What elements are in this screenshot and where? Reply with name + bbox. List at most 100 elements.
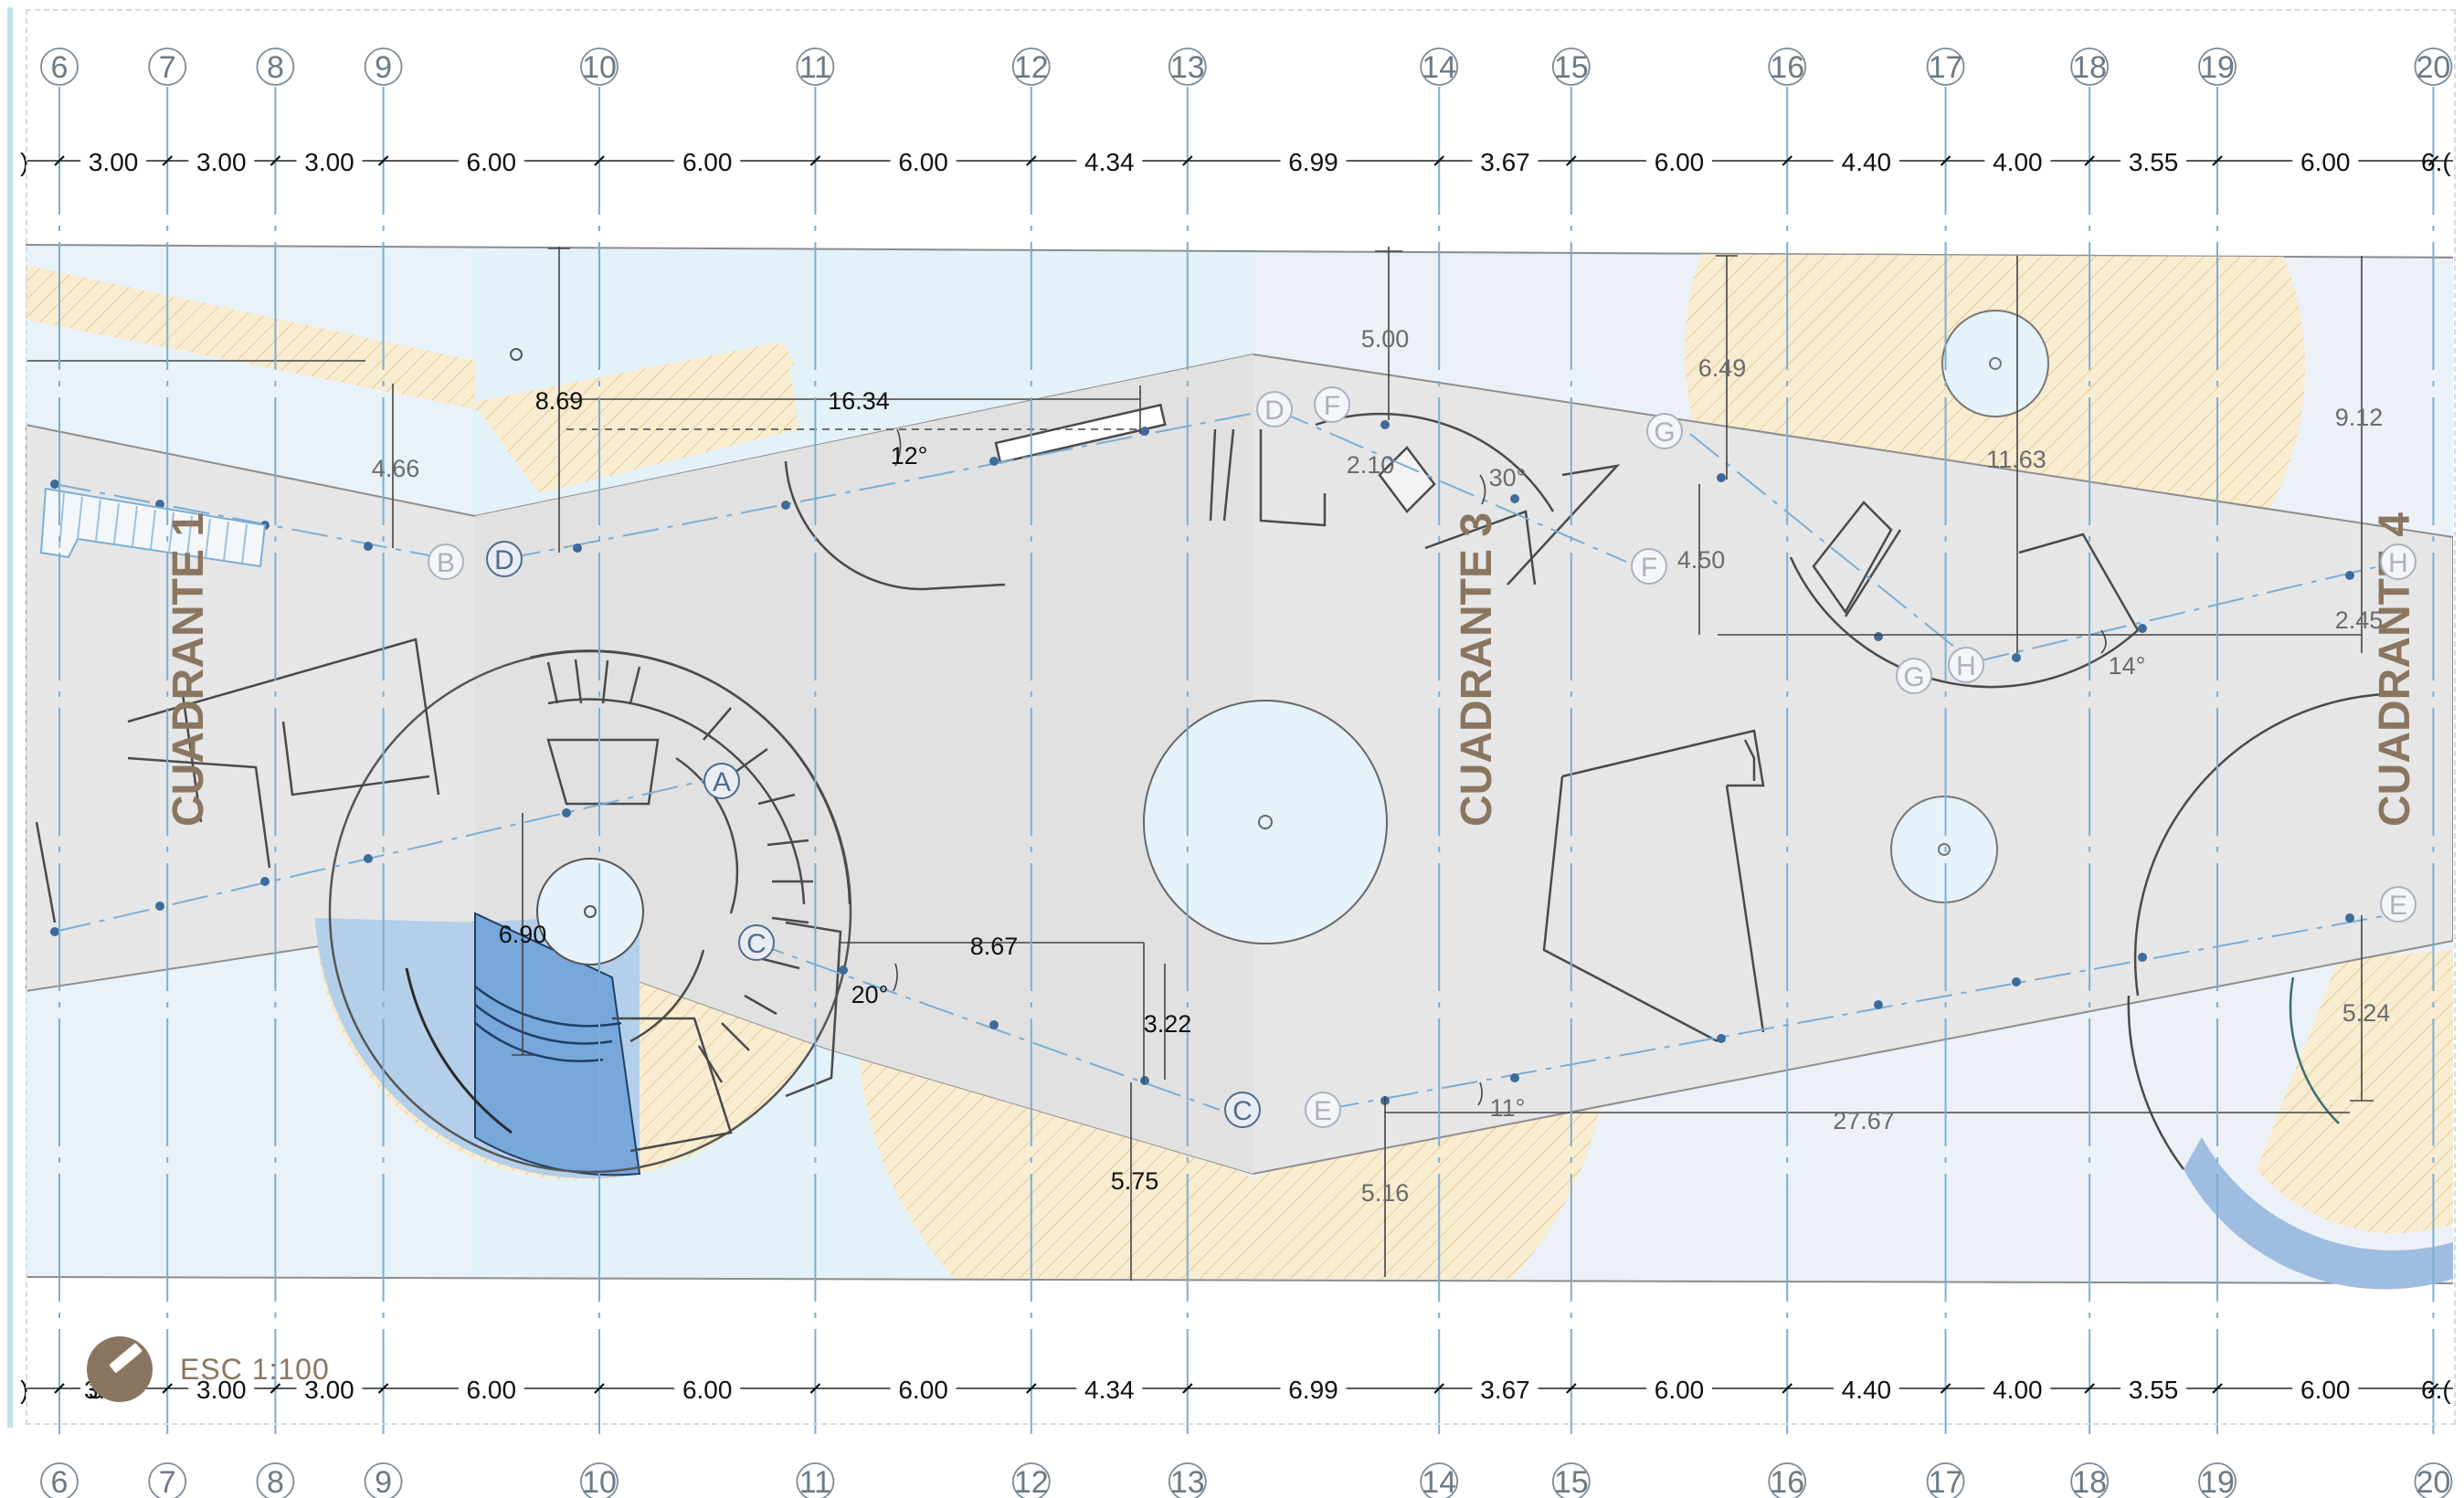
grid-bubble-circle <box>2414 1462 2453 1498</box>
dimension-label-bg <box>1646 1372 1712 1403</box>
reference-marker-circle <box>1896 658 1932 694</box>
grid-bubble-label: 17 <box>1929 1465 1963 1498</box>
grid-bubble-circle <box>1926 47 1965 86</box>
grid-bubble-top: 15 <box>1551 47 1591 86</box>
grid-bubble-label: 16 <box>1770 50 1804 85</box>
dimension-label-bg <box>296 1372 363 1403</box>
measurement-d500: 5.00 <box>1361 325 1410 353</box>
grid-bubble-circle <box>1551 47 1591 86</box>
grid-bubble-circle <box>796 47 835 86</box>
dimension-lines <box>26 247 2374 1281</box>
grid-bubble-bottom: 19 <box>2198 1462 2237 1498</box>
reference-marker-circle <box>1948 647 1984 683</box>
grid-bubble-top: 18 <box>2070 47 2110 86</box>
reference-marker-circle <box>486 541 523 577</box>
grid-bubble-circle <box>580 1462 619 1498</box>
dimension-label-bg <box>188 144 255 175</box>
dimension-label-bg <box>890 1372 957 1403</box>
grid-bubble-circle <box>2198 47 2237 86</box>
dimension-tick <box>809 155 821 166</box>
grid-bubble-top: 17 <box>1926 47 1965 86</box>
grid-bubble-circle <box>2070 47 2110 86</box>
grid-bubble-circle <box>2198 1462 2237 1498</box>
grid-bubble-top: 8 <box>256 47 295 86</box>
grid-bubble-bottom: 13 <box>1168 1462 1207 1498</box>
dimension-tick <box>1940 1383 1951 1394</box>
grid-bubble-top: 13 <box>1168 47 1207 86</box>
grid-bubble-label: 9 <box>375 1465 392 1498</box>
dimension-label: 3.67 <box>1480 1376 1530 1404</box>
grid-bubble-top: 20 <box>2414 47 2453 86</box>
grid-bubble-circle <box>364 1462 403 1498</box>
grid-bubble-circle <box>1768 47 1807 86</box>
measurement-d1634: 16.34 <box>828 387 890 415</box>
reference-marker-label: A <box>713 767 731 797</box>
dimension-tick <box>1566 155 1577 166</box>
grid-bubble-label: 20 <box>2416 50 2451 85</box>
grid-bubble-circle <box>1551 1462 1591 1498</box>
grid-bubble-bottom: 14 <box>1420 1462 1459 1498</box>
dimension-tick <box>162 1383 173 1394</box>
reference-marker-F1: F <box>1314 386 1350 423</box>
dimension-label: 3.00 <box>304 1376 354 1404</box>
grid-bubble-circle <box>40 47 79 86</box>
measurement-d690: 6.90 <box>499 921 547 948</box>
grid-bubble-label: 15 <box>1554 1465 1589 1498</box>
grid-bubble-label: 12 <box>1014 50 1049 85</box>
dimension-label: 4.34 <box>1084 1376 1135 1404</box>
dimension-label: 3.55 <box>2129 148 2179 176</box>
grid-bubble-label: 10 <box>582 50 617 85</box>
grid-bubble-circle <box>1768 1462 1807 1498</box>
dimension-tick <box>809 1383 821 1394</box>
reference-marker-C1: C <box>738 924 775 961</box>
dimension-label: 6.00 <box>467 1376 517 1404</box>
dimension-label: 4.40 <box>1842 148 1892 176</box>
dimension-tick <box>2427 155 2439 166</box>
reference-marker-circle <box>2380 886 2416 923</box>
reference-marker-label: G <box>1654 417 1675 448</box>
measurement-d466: 4.66 <box>372 455 420 482</box>
grid-bubble-bottom: 17 <box>1926 1462 1965 1498</box>
quadrant-3-label: CUADRANTE 3 <box>1453 512 1501 827</box>
grid-bubble-bottom: 18 <box>2070 1462 2110 1498</box>
dimension-label: 6.99 <box>1288 1376 1338 1404</box>
dimension-label-bg <box>674 1372 741 1403</box>
grid-bubble-label: 15 <box>1554 50 1589 85</box>
dimension-label: 3.00 <box>196 148 247 176</box>
reference-marker-circle <box>428 543 464 580</box>
dimension-tick <box>1433 1383 1444 1394</box>
grid-bubble-label: 16 <box>1770 1465 1804 1498</box>
dimension-tick <box>1782 155 1792 166</box>
reference-marker-label: F <box>1641 553 1657 583</box>
dimension-label-bg <box>2292 144 2359 175</box>
reference-marker-circle <box>1631 548 1667 585</box>
bottom-dimension-chain: 3.003.003.006.006.006.004.346.993.676.00… <box>20 1372 2453 1404</box>
entry-stair <box>39 487 267 568</box>
grid-bubble-label: 19 <box>2200 50 2235 85</box>
dimension-tick <box>2084 1383 2095 1394</box>
reference-marker-H2: H <box>1948 647 1984 683</box>
dimension-label: 6.00 <box>2300 1376 2351 1404</box>
measurement-a12: 12° <box>891 442 928 469</box>
measurement-d516: 5.16 <box>1361 1179 1410 1207</box>
reference-marker-B: B <box>428 543 464 580</box>
dimension-label-bg <box>188 1372 255 1403</box>
grid-bubble-bottom: 11 <box>796 1462 835 1498</box>
dimension-tick <box>1182 155 1193 166</box>
measurement-d524: 5.24 <box>2342 999 2391 1027</box>
reference-marker-D1: D <box>486 541 523 577</box>
dimension-tick <box>162 155 173 166</box>
dimension-label-bg <box>1833 1372 1899 1403</box>
grid-bubble-bottom: 8 <box>256 1462 295 1498</box>
dimension-label: 6.00 <box>1655 1376 1705 1404</box>
dimension-label-bg <box>1984 144 2051 175</box>
grid-bubble-label: 13 <box>1170 50 1205 85</box>
dimension-tick <box>1026 1383 1037 1394</box>
grid-bubble-circle <box>40 1462 79 1498</box>
grid-bubble-label: 14 <box>1422 50 1456 85</box>
dimension-label: 3.67 <box>1480 148 1530 176</box>
axis-link-lines <box>54 408 2399 1111</box>
reference-marker-label: D <box>1264 396 1285 426</box>
dimension-tick <box>1566 1383 1577 1394</box>
